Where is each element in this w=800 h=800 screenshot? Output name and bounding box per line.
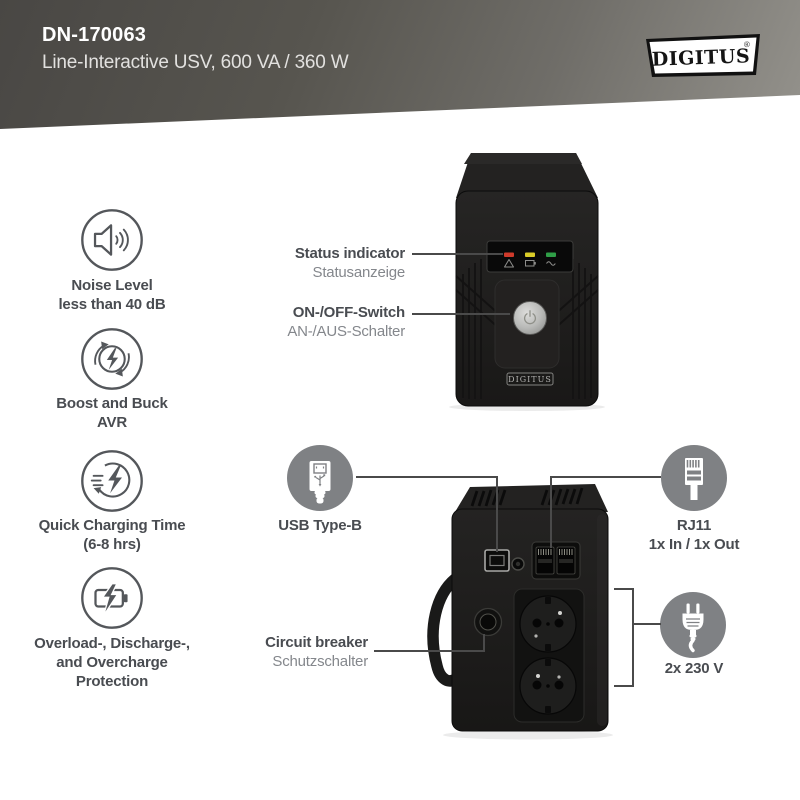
feature-noise-label: Noise Level less than 40 dB [58,277,166,313]
callout-status-indicator: Status indicator Statusanzeige [294,245,405,281]
sinewave-icon [546,261,556,266]
product-model: DN-170063 [42,24,147,46]
overcharge-protection-icon [81,567,143,629]
callout-line-rj11-v [550,476,552,548]
callout-rj11: RJ11 1x In / 1x Out [648,517,740,553]
rj11-jack-out [556,546,576,575]
power-button [513,301,547,335]
feature-charging-label: Quick Charging Time (6-8 hrs) [38,517,186,553]
callout-line-breaker-h [374,650,485,652]
power-plug-icon [682,603,704,653]
boost-buck-avr-icon [81,328,143,390]
schuko-outlet-2 [519,657,577,715]
battery-glyph-icon [525,260,536,267]
bracket-line-bottom [614,685,634,687]
callout-line-breaker-v [483,634,485,652]
led-battery [525,252,535,257]
callout-line-rj11-h [551,476,661,478]
callout-onoff-switch: ON-/OFF-Switch AN-/AUS-Schalter [287,304,405,340]
rj11-circle [661,445,727,511]
callout-line-usb-v [496,476,498,552]
rj11-icon [685,458,703,500]
ups-rear-photo [427,484,613,740]
alarm-triangle-icon [504,259,514,268]
callout-line-onoff [412,313,510,315]
front-badge-frame [506,372,554,386]
quick-charging-icon [81,450,143,512]
front-badge-text: DIGITUS [508,375,552,384]
header-text-block: DN-170063 Line-Interactive USV, 600 VA /… [42,24,349,74]
usb-type-b-port [484,549,510,572]
feature-protection-label: Overload-, Discharge-, and Overcharge Pr… [34,635,190,690]
callout-line-usb-h [356,476,498,478]
schuko-outlet-1 [519,595,577,653]
bracket-line-vertical [632,588,634,687]
brand-wordmark: DIGITUS [651,45,750,70]
power-cable [427,573,463,687]
led-alarm [504,252,514,257]
product-subtitle: Line-Interactive USV, 600 VA / 360 W [42,52,349,73]
ups-front-photo: DIGITUS [449,153,605,411]
vent-slots-left [470,489,507,507]
digitus-logo: DIGITUS ® [646,34,760,77]
callout-power-outlets: 2x 230 V [664,660,724,677]
feature-avr-label: Boost and Buck AVR [56,395,168,431]
bracket-line-middle [633,623,661,625]
callout-usb: USB Type-B [278,517,362,534]
registered-mark: ® [744,40,750,49]
usb-type-b-circle [287,445,353,511]
power-symbol-icon [523,310,537,325]
circuit-breaker-button [473,607,503,637]
power-plug-circle [660,592,726,658]
callout-circuit-breaker: Circuit breaker Schutzschalter [265,634,368,670]
callout-line-status [412,253,503,255]
noise-level-icon [81,209,143,271]
rj11-jack-in [535,546,555,575]
usb-type-b-icon [309,461,331,504]
bracket-line-top [614,588,634,590]
led-power [546,252,556,257]
